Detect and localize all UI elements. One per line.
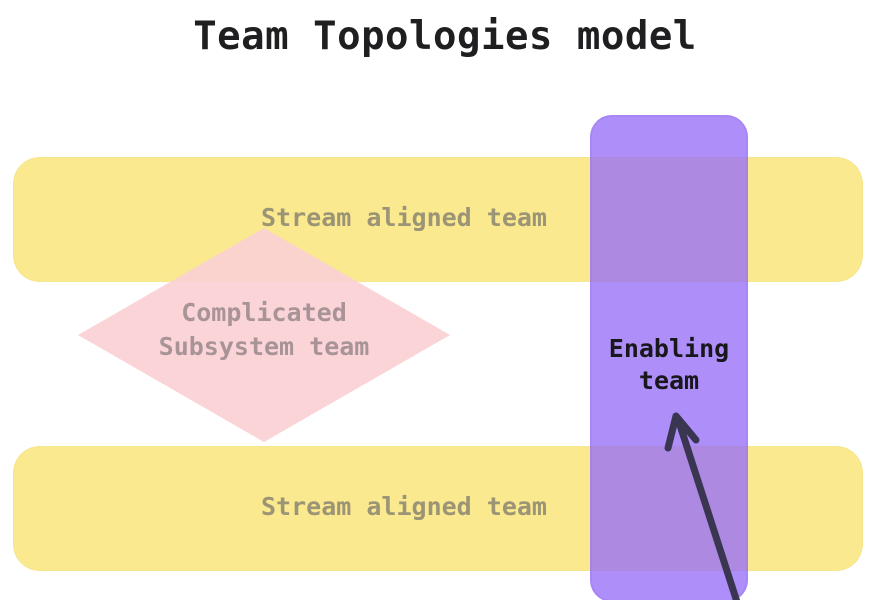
diamond-fill bbox=[78, 228, 450, 442]
page-title: Team Topologies model bbox=[193, 14, 697, 59]
enabling-team-fill bbox=[590, 115, 748, 600]
